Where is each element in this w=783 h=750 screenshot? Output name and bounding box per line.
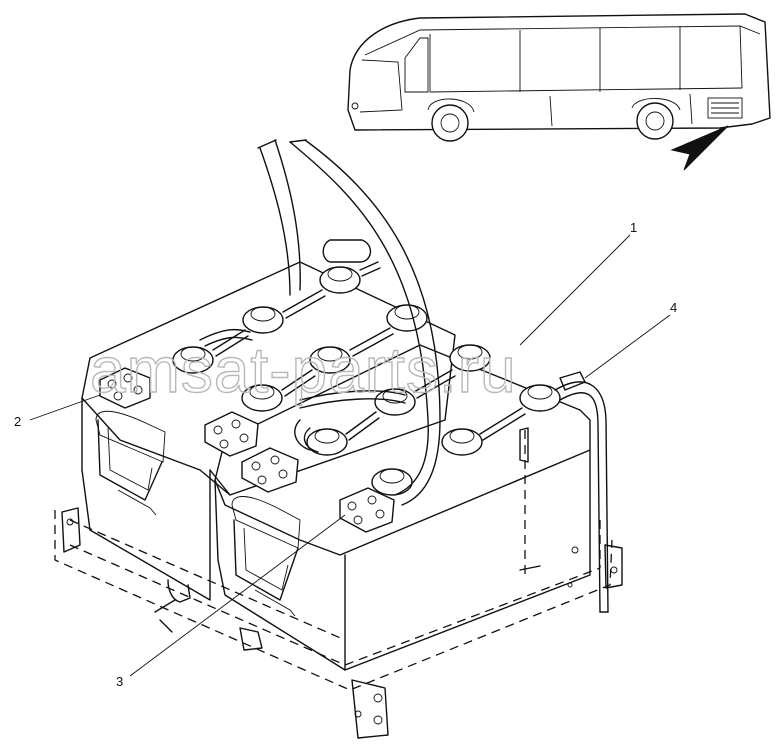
battery-tray [54, 427, 623, 739]
right-battery [214, 344, 591, 671]
location-arrow-icon [670, 125, 729, 171]
cell-connectors [199, 239, 526, 441]
cell-cap [172, 346, 214, 374]
watermark-text: amsat-parts.ru [90, 334, 517, 406]
left-battery [81, 261, 456, 601]
cell-cap [241, 384, 283, 412]
callout-4: 4 [584, 300, 677, 379]
battery-cables [257, 139, 609, 613]
callout-label-2: 2 [14, 414, 21, 429]
callout-label-4: 4 [670, 300, 677, 315]
terminal-clamp-left [99, 367, 151, 409]
cell-cap [519, 384, 561, 412]
terminal-clamp-front [339, 487, 395, 533]
terminal-clamps [99, 367, 395, 533]
cell-cap [309, 346, 351, 374]
cell-caps [172, 266, 561, 496]
cell-cap [386, 304, 428, 332]
callout-label-1: 1 [630, 220, 637, 235]
bus-location-inset [347, 13, 771, 171]
callout-2: 2 [14, 394, 101, 429]
cell-cap [441, 428, 483, 456]
terminal-clamp-center [204, 411, 259, 457]
cell-cap [306, 428, 348, 456]
terminal-clamp-right [241, 447, 299, 493]
cell-cap [319, 266, 361, 294]
callout-3: 3 [116, 514, 346, 689]
callout-1: 1 [519, 220, 637, 346]
cell-cap [242, 306, 284, 334]
cell-cap [449, 344, 491, 372]
callout-label-3: 3 [116, 674, 123, 689]
cell-cap [371, 468, 413, 496]
